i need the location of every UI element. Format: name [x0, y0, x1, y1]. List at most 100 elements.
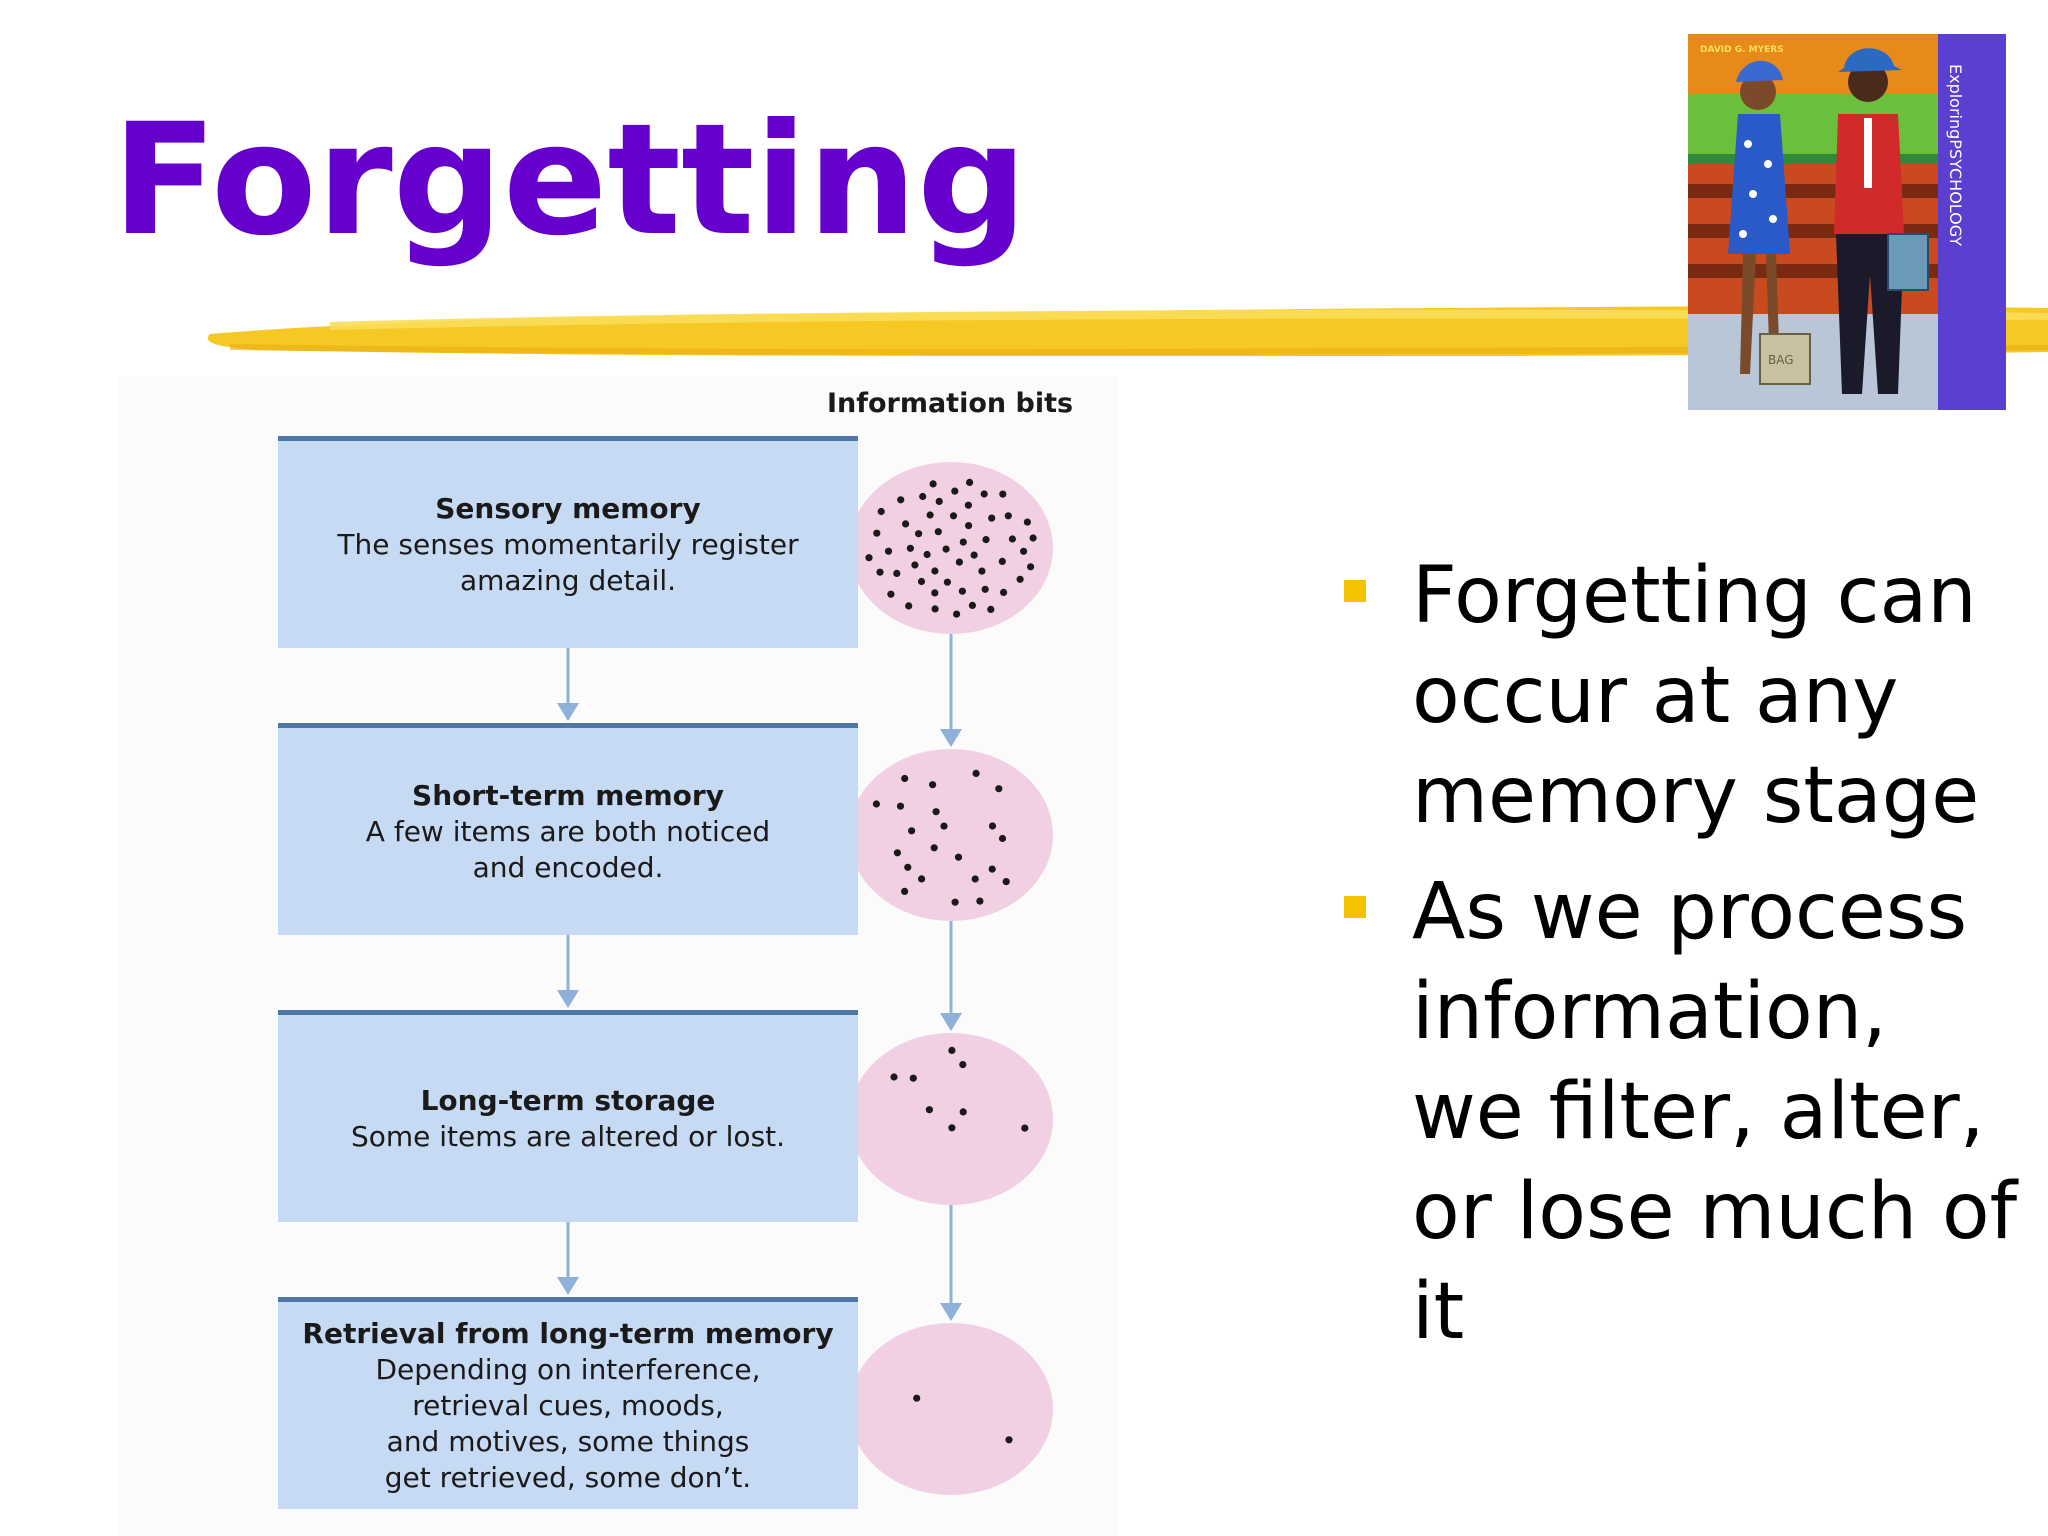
information-bit-dot: [959, 1061, 967, 1069]
stage-box-retrieval: Retrieval from long-term memory Dependin…: [278, 1297, 858, 1509]
information-bit-dot: [931, 589, 939, 597]
information-bits-circle: [849, 1033, 1053, 1205]
information-bit-dot: [873, 529, 881, 537]
information-bit-dot: [951, 898, 959, 906]
information-bit-dot: [1020, 547, 1028, 555]
information-bit-dot: [893, 849, 902, 857]
bullet-item: As we process information, we filter, al…: [1340, 862, 2020, 1362]
information-bit-dot: [930, 844, 938, 852]
stage-description: The senses momentarily register amazing …: [337, 527, 799, 597]
information-bit-dot: [970, 551, 978, 559]
stage-title: Sensory memory: [435, 491, 701, 525]
information-bit-dot: [1027, 563, 1035, 571]
information-bit-dot: [1000, 588, 1008, 596]
information-bit-dot: [925, 1106, 934, 1114]
information-bit-dot: [897, 496, 905, 504]
information-bits-circle: [849, 1323, 1053, 1495]
information-bit-dot: [959, 538, 967, 546]
information-bit-dot: [904, 863, 912, 871]
information-bit-dot: [901, 887, 909, 895]
stage-description: Some items are altered or lost.: [350, 1119, 786, 1153]
information-bit-dot: [908, 827, 916, 835]
bullet-item: Forgetting can occur at any memory stage: [1340, 546, 2020, 846]
slide-title: Forgetting: [112, 91, 1028, 270]
information-bit-dot: [953, 610, 961, 618]
information-bit-dot: [915, 530, 923, 538]
bits-arrow-2-head: [940, 1013, 962, 1031]
information-bits-header: Information bits: [826, 388, 1074, 419]
brush-stroke-divider: [207, 306, 2048, 357]
information-bit-dot: [932, 808, 940, 816]
information-bit-dot: [1002, 878, 1010, 886]
information-bit-dot: [893, 569, 901, 577]
bullet-text: Forgetting can occur at any memory stage: [1412, 551, 1980, 841]
information-bit-dot: [913, 1394, 921, 1402]
information-bit-dot: [1004, 512, 1012, 520]
information-bit-dot: [982, 536, 990, 544]
information-bit-dot: [909, 1074, 917, 1082]
square-bullet-icon: [1344, 580, 1366, 602]
information-bit-dot: [978, 567, 986, 575]
information-bit-dot: [1016, 575, 1024, 583]
information-bit-dot: [966, 478, 974, 486]
information-bits-circle: [849, 749, 1053, 921]
information-bit-dot: [929, 781, 937, 789]
information-bit-dot: [998, 557, 1006, 565]
information-bit-dot: [964, 501, 973, 509]
information-bit-dot: [943, 578, 952, 586]
information-bit-dot: [919, 492, 927, 501]
diagram-graphics: [557, 462, 1053, 1495]
information-bit-dot: [935, 497, 943, 505]
information-bit-dot: [940, 822, 948, 830]
information-bit-dot: [980, 490, 988, 498]
information-bit-dot: [923, 550, 931, 559]
book-bag-label: BAG: [1768, 353, 1794, 367]
book-author: DAVID G. MYERS: [1700, 45, 1784, 55]
information-bit-dot: [988, 514, 996, 522]
information-bit-dot: [942, 545, 950, 553]
information-bit-dot: [976, 897, 984, 905]
information-bit-dot: [1021, 1124, 1029, 1132]
information-bit-dot: [902, 520, 910, 528]
stage-description: A few items are both noticed and encoded…: [365, 814, 771, 884]
information-bit-dot: [917, 577, 926, 586]
information-bit-dot: [1005, 1436, 1013, 1444]
square-bullet-icon: [1344, 896, 1366, 918]
information-bit-dot: [1029, 534, 1037, 542]
information-bit-dot: [955, 558, 964, 566]
bits-arrow-3-head: [940, 1303, 962, 1321]
stage-box-long-term-storage: Long-term storage Some items are altered…: [278, 1010, 858, 1222]
stage-box-short-term-memory: Short-term memory A few items are both n…: [278, 723, 858, 935]
information-bit-dot: [948, 1046, 956, 1054]
information-bit-dot: [998, 834, 1007, 843]
information-bit-dot: [926, 511, 934, 519]
stage-box-sensory-memory: Sensory memory The senses momentarily re…: [278, 436, 858, 648]
information-bit-dot: [965, 522, 973, 530]
information-bit-dot: [988, 865, 996, 873]
stage-title: Long-term storage: [420, 1083, 716, 1117]
information-bit-dot: [971, 875, 979, 883]
information-bit-dot: [887, 590, 895, 598]
stage-description: Depending on interference, retrieval cue…: [375, 1352, 761, 1494]
information-bit-dot: [918, 875, 926, 883]
bits-arrow-1-head: [940, 729, 962, 747]
information-bit-dot: [954, 853, 963, 861]
information-bit-dot: [906, 544, 915, 552]
stage-arrow-2-head: [557, 990, 579, 1008]
information-bit-dot: [948, 1124, 956, 1132]
information-bit-dot: [896, 802, 905, 810]
information-bit-dot: [890, 1073, 898, 1081]
information-bit-dot: [901, 774, 909, 783]
book-spine-title: ExploringPSYCHOLOGY: [1946, 64, 1965, 246]
information-bit-dot: [988, 822, 997, 830]
information-bit-dot: [987, 605, 995, 613]
information-bit-dot: [872, 800, 881, 808]
information-bit-dot: [972, 769, 980, 777]
information-bit-dot: [911, 561, 919, 569]
information-bit-dot: [876, 568, 884, 576]
information-bit-dot: [905, 602, 913, 610]
memory-diagram: Sensory memory The senses momentarily re…: [118, 376, 1118, 1536]
information-bit-dot: [1023, 518, 1031, 526]
stage-title: Retrieval from long-term memory: [302, 1316, 834, 1350]
stage-title: Short-term memory: [412, 778, 724, 812]
